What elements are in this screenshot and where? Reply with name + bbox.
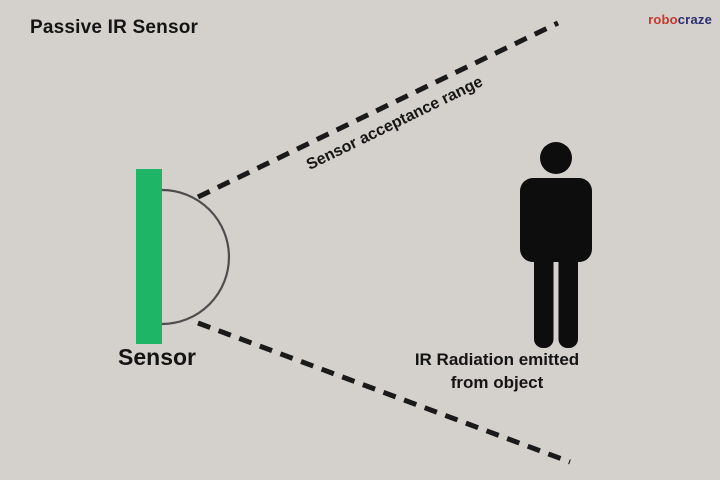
page-title: Passive IR Sensor (30, 17, 199, 38)
person-torso-arms (520, 178, 592, 262)
ir-radiation-caption: IR Radiation emitted from object (415, 348, 579, 394)
upper-range-dashed-line (196, 20, 560, 200)
sensor-label: Sensor (118, 344, 196, 370)
brand-logo: robocraze (648, 12, 712, 27)
brand-logo-robo: robo (648, 12, 678, 27)
lower-range-dashed-line (197, 320, 571, 465)
sensor-lens-arc (161, 188, 231, 326)
person-icon (520, 142, 592, 348)
person-right-leg (558, 240, 578, 348)
ir-radiation-caption-line2: from object (450, 373, 544, 392)
sensor-bar (136, 169, 162, 344)
person-head (540, 142, 572, 174)
brand-logo-craze: craze (677, 12, 712, 27)
ir-radiation-caption-line1: IR Radiation emitted (414, 350, 580, 369)
person-left-leg (534, 240, 554, 348)
person-silhouette (520, 142, 592, 348)
